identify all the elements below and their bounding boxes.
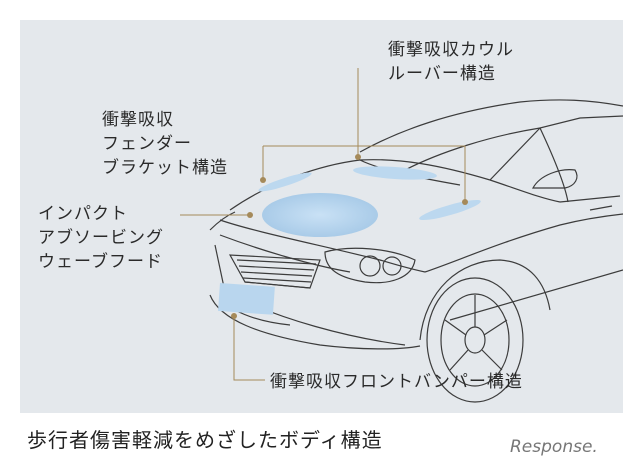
hood-label-line-2: アブソービング — [38, 228, 164, 248]
leader-lines — [180, 68, 466, 381]
diagram-panel: 衝撃吸収カウル ルーバー構造 衝撃吸収 フェンダー ブラケット構造 インパクト … — [20, 20, 623, 413]
cowl-highlight — [353, 166, 437, 180]
car-body — [209, 99, 623, 403]
fender-leader — [263, 145, 466, 200]
fender-label-line-2: フェンダー — [102, 134, 192, 154]
fender-right-highlight — [419, 199, 481, 221]
response-logo: Response. — [510, 437, 598, 457]
fender-label-line-1: 衝撃吸収 — [102, 110, 174, 130]
figure-caption: 歩行者傷害軽減をめざしたボディ構造 — [27, 428, 383, 452]
hood-label: インパクト アブソービング ウェーブフード — [38, 202, 164, 274]
cowl-label-line-1: 衝撃吸収カウル — [388, 40, 514, 60]
fender-dot-right — [462, 199, 468, 205]
hood-dot — [247, 212, 253, 218]
hood-highlight — [262, 193, 378, 237]
leader-dots — [231, 154, 468, 319]
bumper-label: 衝撃吸収フロントバンパー構造 — [270, 370, 523, 394]
cowl-label: 衝撃吸収カウル ルーバー構造 — [388, 38, 514, 86]
fender-dot-left — [260, 177, 266, 183]
car-illustration — [180, 68, 623, 403]
cowl-label-line-2: ルーバー構造 — [388, 64, 496, 84]
fender-label-line-3: ブラケット構造 — [102, 158, 228, 178]
fender-left-highlight — [258, 172, 312, 192]
bumper-dot — [231, 313, 237, 319]
hood-label-line-3: ウェーブフード — [38, 252, 163, 272]
highlight-regions — [218, 166, 481, 315]
bumper-highlight — [218, 283, 275, 315]
bumper-label-line-1: 衝撃吸収フロントバンパー構造 — [270, 372, 523, 392]
hood-label-line-1: インパクト — [38, 204, 128, 224]
bumper-leader — [233, 316, 265, 381]
fender-label: 衝撃吸収 フェンダー ブラケット構造 — [102, 108, 228, 180]
cowl-dot — [355, 154, 361, 160]
